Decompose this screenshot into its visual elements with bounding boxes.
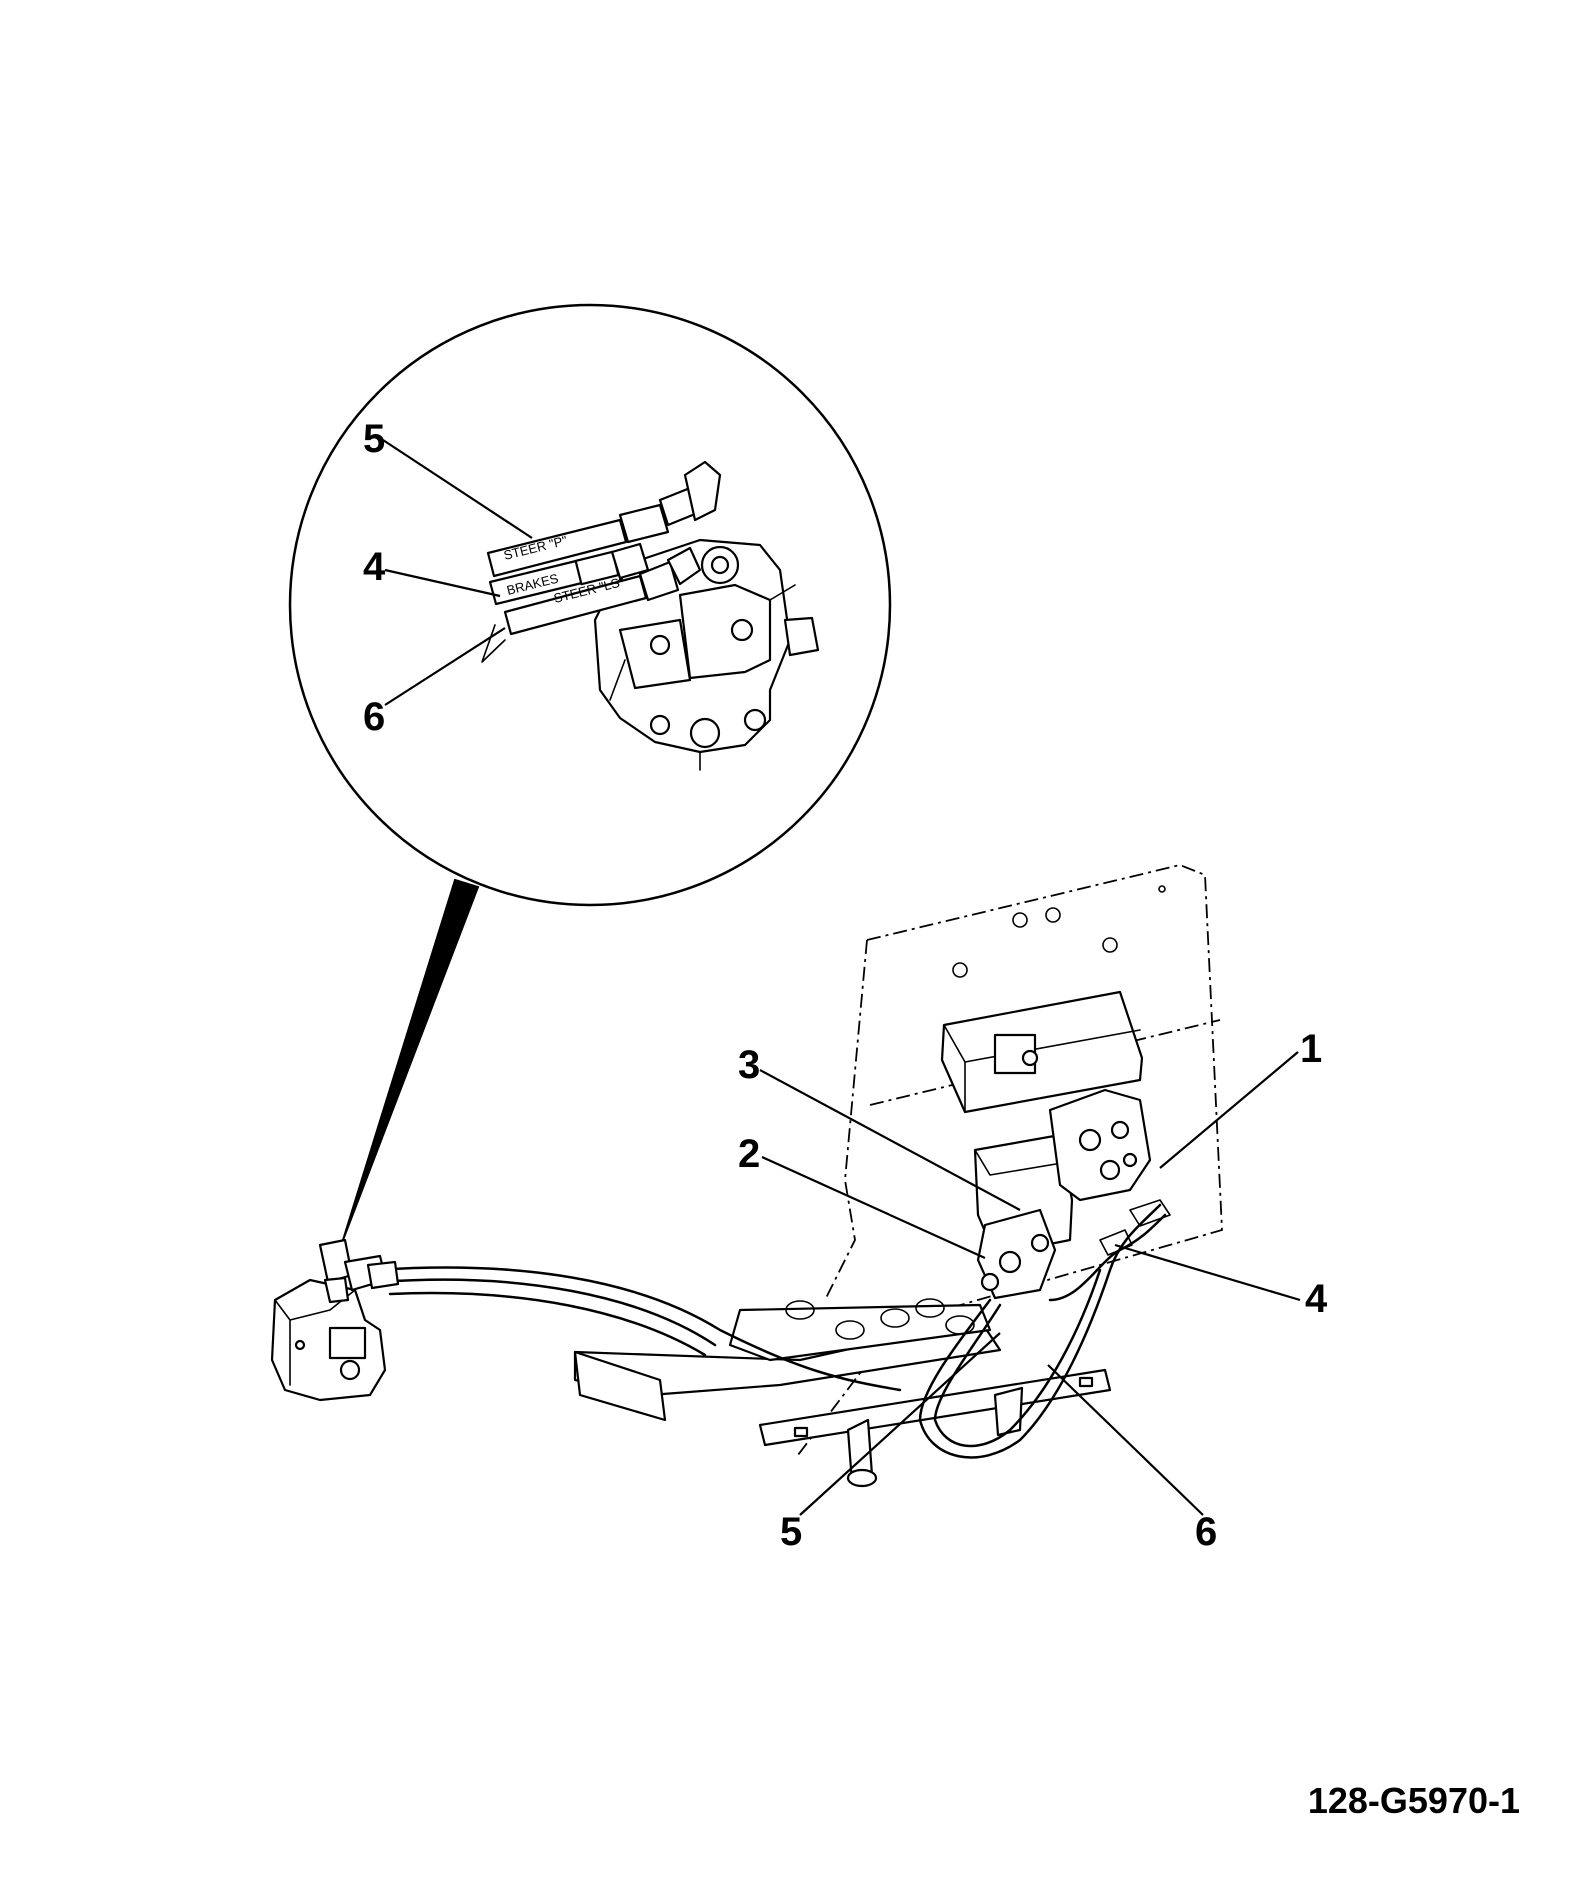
detail-view: STEER "P" BRAKES STEER "LS" 5 4 6 — [288, 303, 892, 1241]
detail-callout-6: 6 — [363, 695, 385, 739]
main-hoses — [373, 1199, 1171, 1459]
main-callout-5: 5 — [780, 1510, 802, 1554]
figure-id: 128-G5970-1 — [1308, 1780, 1520, 1821]
main-assembly: 3 2 1 4 5 6 — [270, 864, 1328, 1554]
priority-valve — [1048, 1088, 1152, 1202]
left-valve-block — [270, 1238, 400, 1402]
main-callout-1: 1 — [1300, 1027, 1322, 1071]
main-callout-4: 4 — [1305, 1277, 1328, 1321]
main-callout-6: 6 — [1195, 1510, 1217, 1554]
detail-pointer — [342, 878, 480, 1241]
main-callout-3: 3 — [738, 1043, 760, 1087]
detail-hoses — [481, 518, 648, 663]
main-callout-2: 2 — [738, 1132, 760, 1176]
detail-fittings — [574, 460, 722, 602]
detail-circle — [288, 303, 892, 907]
detail-callout-4: 4 — [363, 545, 386, 589]
console-box — [940, 990, 1144, 1114]
detail-callout-5: 5 — [363, 417, 385, 461]
